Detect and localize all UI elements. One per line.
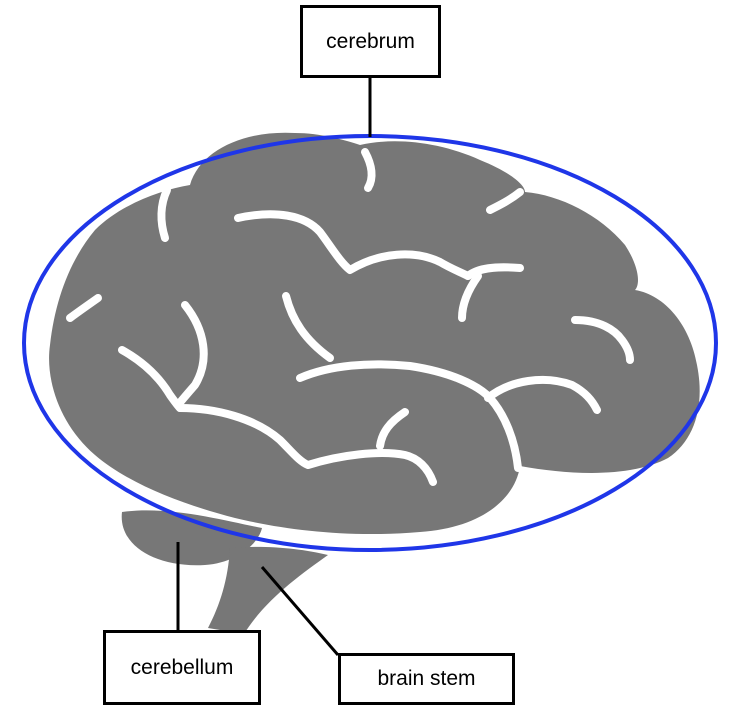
cerebrum-label: cerebrum — [326, 30, 415, 54]
brain-stem-label-box: brain stem — [338, 653, 515, 705]
cerebellum-label-box: cerebellum — [103, 630, 261, 705]
cerebrum-label-box: cerebrum — [300, 5, 441, 78]
cerebellum-label: cerebellum — [131, 656, 234, 680]
brain-stem-label: brain stem — [377, 667, 475, 691]
cerebrum-shape — [49, 133, 700, 534]
brain-stem-leader-line — [262, 567, 338, 655]
